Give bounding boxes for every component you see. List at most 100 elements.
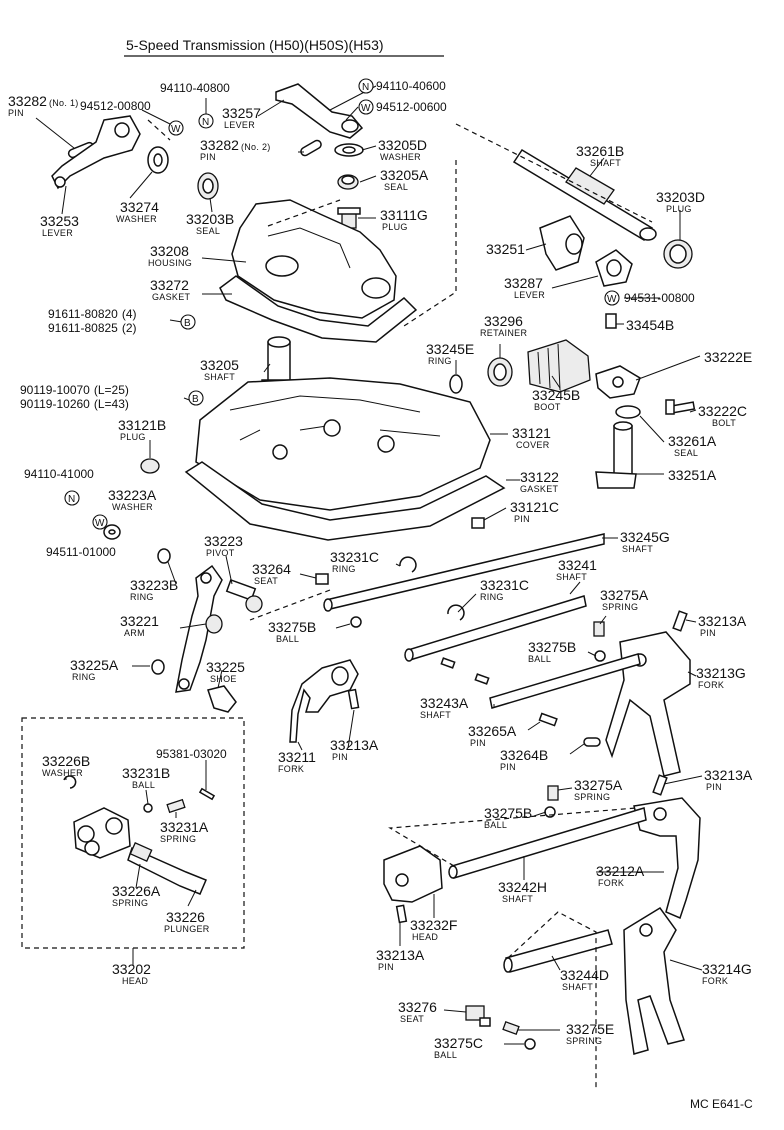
svg-text:91611-80825(2): 91611-80825(2) [48,321,137,335]
svg-text:PIN: PIN [470,738,486,748]
boot-33245b-shape [527,339,591,393]
svg-text:33296: 33296 [484,313,523,329]
label-33275c: 33275C BALL [434,1035,483,1060]
svg-text:SEAT: SEAT [254,576,278,586]
w-marker-icon: W [168,120,184,136]
svg-text:33272: 33272 [150,277,189,293]
svg-text:33241: 33241 [558,557,597,573]
label-33245g: 33245G SHAFT [620,529,670,554]
arm-33221-shape [175,564,223,693]
svg-text:BOLT: BOLT [712,418,736,428]
svg-text:PIN: PIN [706,782,722,792]
gasket-33272-shape [219,275,418,343]
svg-text:33282(No. 1): 33282(No. 1) [8,93,79,109]
label-33253: 33253 LEVER [40,213,79,238]
shaft-33241-shape [404,595,587,662]
head-33202-inset-parts [63,775,216,895]
label-33275a-b: 33275A SPRING [574,777,623,802]
pin-33264b-shape [583,737,601,747]
label-33265a: 33265A PIN [468,723,517,748]
part-33222e-shape [595,365,641,399]
svg-text:SHAFT: SHAFT [420,710,451,720]
svg-text:33225: 33225 [206,659,245,675]
label-33213a-b: 33213A PIN [330,737,379,762]
svg-text:33205D: 33205D [378,137,427,153]
pivot-33223-shape [225,578,263,613]
svg-text:33261A: 33261A [668,433,717,449]
label-33222c: 33222C BOLT [698,403,747,428]
svg-text:B: B [192,394,199,405]
label-94110-41000: 94110-41000 [24,467,94,481]
shaft-33245g-shape [323,533,605,612]
retainer-33296-shape [487,357,513,387]
label-33275b-b: 33275B BALL [528,639,576,664]
svg-text:33205: 33205 [200,357,239,373]
fork-33211-shape [289,659,359,743]
label-33226b: 33226B WASHER [42,753,90,778]
svg-text:91611-80820(4): 91611-80820(4) [48,307,137,321]
svg-text:33232F: 33232F [410,917,457,933]
label-33231c-b: 33231C RING [480,577,529,602]
label-33261a: 33261A SEAL [668,433,717,458]
ring-33245e-shape [449,374,463,394]
svg-text:RING: RING [332,564,356,574]
spring-33275a-a-shape [593,621,605,637]
svg-text:PIN: PIN [8,108,24,118]
label-33251: 33251 [486,241,525,257]
label-94511-01000: 94511-01000 [46,545,116,559]
w-marker-icon: W [604,290,620,306]
svg-text:33205A: 33205A [380,167,429,183]
plug-33203d-shape [663,239,693,269]
svg-text:33275A: 33275A [574,777,623,793]
housing-33208-shape [231,199,397,319]
shoe-33225-shape [207,685,237,713]
label-33213a-c: 33213A PIN [704,767,753,792]
seat-33264-shape [315,573,329,585]
svg-text:33231A: 33231A [160,819,209,835]
svg-text:33212A: 33212A [596,863,645,879]
label-33275b-a: 33275B BALL [268,619,316,644]
label-33223a: 33223A WASHER [108,487,157,512]
svg-text:W: W [95,518,105,529]
svg-text:BALL: BALL [434,1050,457,1060]
washer-33274-shape [147,146,169,174]
svg-text:90119-10070(L=25): 90119-10070(L=25) [20,383,129,397]
guide-lines [21,119,653,1090]
svg-text:B: B [184,318,191,329]
shaft-33243a-shape [489,653,641,709]
svg-text:WASHER: WASHER [42,768,83,778]
svg-text:33257: 33257 [222,105,261,121]
label-33205d: 33205D WASHER [378,137,427,162]
head-33232f-shape [383,845,443,903]
svg-text:HEAD: HEAD [412,932,438,942]
label-33213g: 33213G FORK [696,665,746,690]
label-33275b-c: 33275B BALL [484,805,532,830]
svg-text:FORK: FORK [598,878,624,888]
washer-33205d-shape [334,143,364,157]
svg-text:COVER: COVER [516,440,550,450]
svg-text:GASKET: GASKET [520,484,559,494]
svg-text:PLUG: PLUG [120,432,146,442]
lever-33257-shape [275,83,364,139]
svg-text:33276: 33276 [398,999,437,1015]
svg-text:33213A: 33213A [704,767,753,783]
label-33287: 33287 LEVER [504,275,545,300]
ring-33231c-b-shape [447,604,465,621]
label-94512-00800: 94512-00800 [80,99,151,113]
bolt-33454b-shape [605,313,617,329]
svg-text:33231C: 33231C [480,577,529,593]
svg-text:33202: 33202 [112,961,151,977]
svg-text:BALL: BALL [528,654,551,664]
ring-33223b-shape [157,548,171,564]
svg-text:FORK: FORK [278,764,304,774]
svg-text:33223: 33223 [204,533,243,549]
label-33214g: 33214G FORK [702,961,752,986]
svg-text:33282(No. 2): 33282(No. 2) [200,137,271,153]
pin-33282-no2-shape [300,139,322,157]
label-33257: 33257 LEVER [222,105,261,130]
label-33121b: 33121B PLUG [118,417,166,442]
svg-text:SEAL: SEAL [674,448,698,458]
label-33203b: 33203B SEAL [186,211,234,236]
label-33213a-d: 33213A PIN [376,947,425,972]
